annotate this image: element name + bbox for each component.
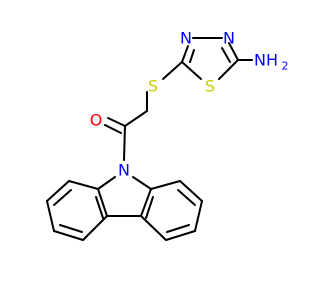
carbazole-left-benzene-ring [46,180,108,241]
bond-right-inner-double [145,196,154,219]
bond-right-4 [165,230,196,241]
bond-c2-n1 [181,45,189,63]
atom-label-s-thioether: S [148,77,158,96]
bond-left-1 [68,180,99,190]
bond-left-2 [46,180,70,202]
bond-n-c9a [97,176,116,190]
bond-c8a-c4b [140,188,152,217]
bond-c9a-c4a [97,188,108,217]
bond-co-o-double [104,124,122,134]
bond-c2-s-thioether [162,61,183,80]
bond-left-2-double [53,189,72,206]
bond-left-3 [46,200,55,232]
atom-label-n-carbazole: N [118,161,130,180]
bond-ch2-co [124,110,148,127]
carbazole-right-benzene-ring [140,180,203,241]
bond-left-4 [53,230,84,241]
thiadiazole-ring [181,37,239,80]
atom-label-n-thiadiazole-1: N [180,29,192,48]
bond-left-5 [82,215,108,241]
bond-n-c8a [132,176,152,190]
atom-label-n-thiadiazole-2: N [223,29,235,48]
chemical-structure-diagram: N N S NH 2 S O N [46,29,289,241]
atom-label-o-carbonyl: O [90,111,103,130]
atom-label-nh2-subscript: 2 [282,60,289,73]
bond-left-4-double [59,224,83,233]
bond-co-n [123,125,126,161]
bond-right-4-double [166,224,190,233]
bond-c2-n1-double [189,49,195,63]
bond-right-3 [194,200,203,232]
atom-label-nh2: NH [254,51,278,70]
atom-label-s-ring: S [205,77,215,96]
bond-right-5 [140,215,167,241]
bond-right-1 [150,180,181,190]
bond-c5-s [218,59,239,80]
bond-s-c2 [181,61,202,80]
bond-right-2 [179,180,203,202]
bond-n2-c5 [228,42,239,61]
bond-co-o [107,117,126,127]
bond-right-2-double [177,189,196,206]
bond-n2-c5-double [221,47,231,63]
carbazole-pyrrole-ring [97,176,152,217]
bond-left-inner-double [95,196,104,219]
